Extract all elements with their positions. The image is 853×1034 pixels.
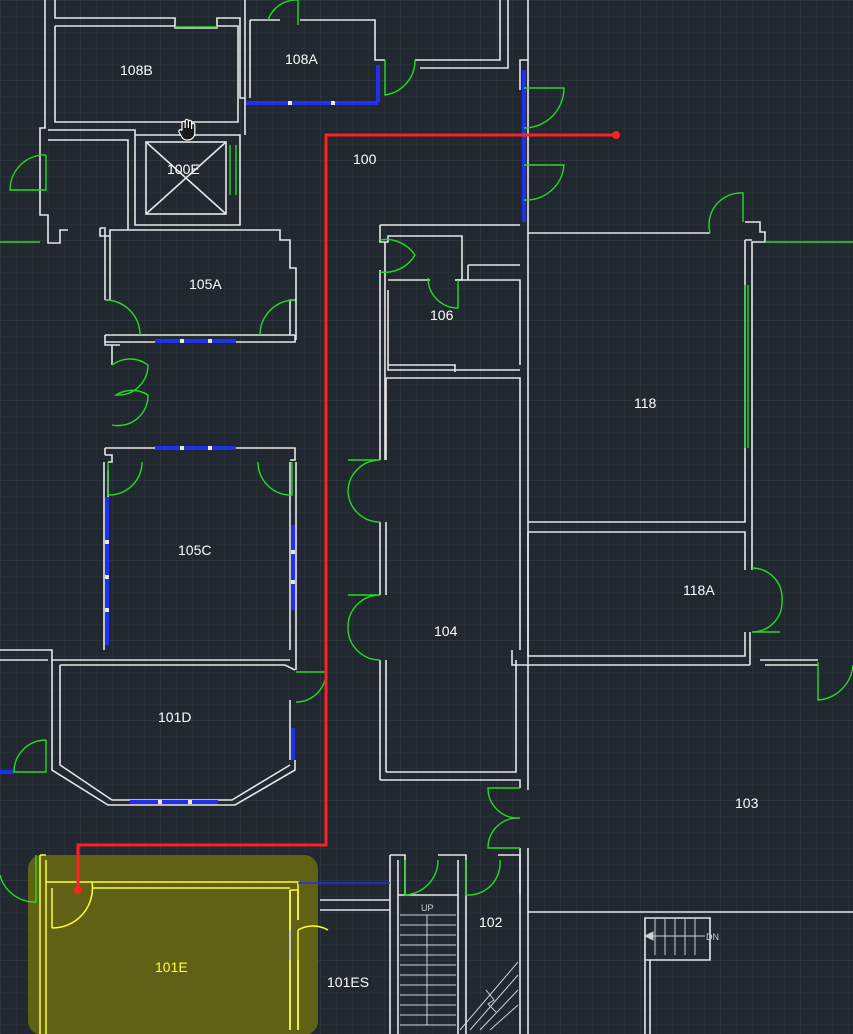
- room-label-101ES: 101ES: [327, 974, 369, 990]
- room-label-105A: 105A: [189, 276, 222, 292]
- pan-hand-icon: [178, 118, 196, 141]
- room-label-101D: 101D: [158, 709, 191, 725]
- route-path[interactable]: [76, 133, 616, 890]
- selection-highlight: [28, 855, 318, 1034]
- room-label-102: 102: [479, 914, 503, 930]
- stair-up: [400, 914, 519, 1031]
- stair-up-label: UP: [421, 903, 434, 913]
- room-label-118: 118: [634, 395, 657, 411]
- room-label-100: 100: [353, 151, 377, 167]
- room-label-104: 104: [434, 623, 458, 639]
- room-label-101E[interactable]: 101E: [155, 959, 188, 975]
- window-mullions: [105, 101, 335, 804]
- route-end-marker[interactable]: [612, 131, 620, 139]
- stair-down-label: DN: [706, 932, 719, 942]
- room-label-118A: 118A: [683, 582, 715, 598]
- windows: [0, 65, 526, 804]
- room-label-105C: 105C: [178, 542, 211, 558]
- room-label-100E: 100E: [167, 161, 200, 177]
- room-label-106: 106: [430, 307, 454, 323]
- room-label-108A: 108A: [285, 51, 318, 67]
- doors: [0, 0, 853, 903]
- room-label-108B: 108B: [120, 62, 153, 78]
- route-start-marker[interactable]: [74, 886, 82, 894]
- room-101E-outline[interactable]: [39, 854, 329, 1034]
- room-label-103: 103: [735, 795, 759, 811]
- stair-down: [643, 918, 705, 955]
